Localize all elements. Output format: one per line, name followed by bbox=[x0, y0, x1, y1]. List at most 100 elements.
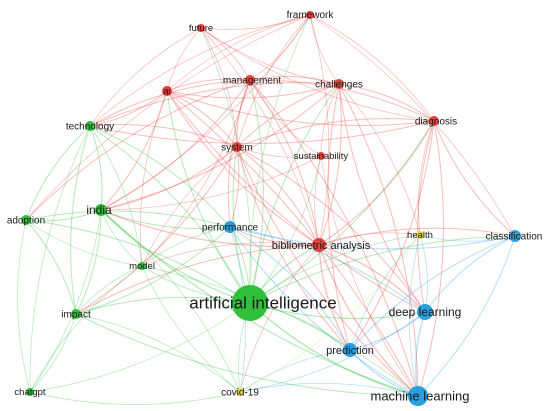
node-machine-learning[interactable]: machine learning bbox=[370, 386, 470, 406]
node-dot-deep-learning[interactable] bbox=[417, 304, 433, 320]
node-adoption[interactable]: adoption bbox=[7, 215, 45, 227]
node-technology[interactable]: technology bbox=[66, 121, 114, 133]
link-challenges-india bbox=[100, 83, 340, 211]
link-future-management bbox=[200, 27, 251, 81]
link-diagnosis-system bbox=[236, 118, 435, 148]
node-dot-diagnosis[interactable] bbox=[429, 116, 439, 126]
link-framework-adoption bbox=[25, 14, 311, 221]
node-health[interactable]: health bbox=[407, 230, 433, 241]
node-label-ai: ai bbox=[163, 87, 171, 98]
node-label-performance: performance bbox=[202, 223, 259, 234]
node-label-impact: impact bbox=[61, 310, 91, 321]
node-label-health: health bbox=[407, 230, 433, 241]
node-label-covid-19: covid-19 bbox=[221, 388, 259, 399]
node-dot-system[interactable] bbox=[232, 142, 242, 152]
link-system-deep-learning bbox=[236, 146, 426, 313]
link-impact-performance bbox=[75, 226, 231, 315]
link-framework-india bbox=[100, 14, 311, 211]
link-sustainability-machine-learning bbox=[320, 155, 419, 397]
link-bibliometric-analysis-model bbox=[141, 241, 320, 267]
node-covid-19[interactable]: covid-19 bbox=[221, 388, 259, 399]
node-dot-challenges[interactable] bbox=[334, 79, 344, 89]
node-future[interactable]: future bbox=[189, 23, 213, 34]
node-label-chatgpt: chatgpt bbox=[14, 387, 46, 398]
link-ai-india bbox=[100, 90, 168, 211]
link-classification-machine-learning bbox=[417, 235, 516, 397]
node-dot-chatgpt[interactable] bbox=[26, 388, 34, 396]
node-dot-prediction[interactable] bbox=[343, 343, 357, 357]
link-management-challenges bbox=[249, 75, 340, 85]
node-label-future: future bbox=[189, 23, 213, 34]
node-diagnosis[interactable]: diagnosis bbox=[415, 116, 457, 128]
link-artificial-intelligence-impact bbox=[75, 296, 251, 315]
node-dot-ai[interactable] bbox=[162, 86, 172, 96]
link-impact-chatgpt bbox=[29, 313, 77, 393]
link-system-prediction bbox=[236, 146, 351, 351]
node-dot-artificial-intelligence[interactable] bbox=[232, 285, 268, 321]
node-prediction[interactable]: prediction bbox=[326, 343, 374, 357]
node-ai[interactable]: ai bbox=[162, 86, 172, 98]
node-dot-sustainability[interactable] bbox=[317, 152, 325, 160]
node-challenges[interactable]: challenges bbox=[315, 79, 363, 91]
link-management-machine-learning bbox=[249, 79, 419, 397]
node-dot-management[interactable] bbox=[245, 75, 255, 85]
node-dot-covid-19[interactable] bbox=[236, 388, 244, 396]
node-label-diagnosis: diagnosis bbox=[415, 117, 457, 128]
node-bibliometric-analysis[interactable]: bibliometric analysis bbox=[272, 238, 371, 252]
node-impact[interactable]: impact bbox=[61, 309, 91, 321]
node-dot-model[interactable] bbox=[138, 262, 146, 270]
node-system[interactable]: system bbox=[221, 142, 253, 154]
node-management[interactable]: management bbox=[223, 75, 282, 87]
node-classification[interactable]: classification bbox=[486, 230, 543, 243]
node-label-challenges: challenges bbox=[315, 80, 363, 91]
node-performance[interactable]: performance bbox=[202, 221, 259, 234]
link-framework-bibliometric-analysis bbox=[309, 14, 330, 246]
link-technology-india bbox=[89, 125, 103, 211]
node-framework[interactable]: framework bbox=[287, 10, 335, 21]
node-dot-performance[interactable] bbox=[224, 221, 236, 233]
node-dot-india[interactable] bbox=[95, 204, 107, 216]
link-framework-classification bbox=[309, 14, 516, 237]
link-diagnosis-machine-learning bbox=[417, 120, 444, 397]
node-dot-technology[interactable] bbox=[85, 121, 95, 131]
node-label-prediction: prediction bbox=[326, 345, 374, 357]
link-technology-adoption bbox=[25, 125, 91, 221]
link-diagnosis-deep-learning bbox=[417, 120, 435, 313]
node-label-classification: classification bbox=[486, 232, 543, 243]
link-bibliometric-analysis-prediction bbox=[318, 244, 351, 351]
node-deep-learning[interactable]: deep learning bbox=[389, 304, 462, 320]
node-dot-health[interactable] bbox=[416, 231, 424, 239]
node-dot-adoption[interactable] bbox=[21, 215, 31, 225]
link-system-impact bbox=[75, 146, 238, 315]
node-dot-classification[interactable] bbox=[509, 230, 521, 242]
link-deep-learning-prediction bbox=[349, 311, 426, 351]
link-machine-learning-covid-19 bbox=[239, 382, 419, 397]
link-future-diagnosis bbox=[200, 27, 435, 122]
link-model-impact bbox=[75, 265, 143, 315]
link-system-india bbox=[100, 146, 238, 211]
link-management-system bbox=[236, 79, 251, 148]
link-management-diagnosis bbox=[249, 79, 435, 122]
node-dot-impact[interactable] bbox=[71, 309, 81, 319]
link-framework-challenges bbox=[309, 14, 340, 85]
node-sustainability[interactable]: sustainability bbox=[294, 151, 349, 162]
link-prediction-health bbox=[349, 234, 421, 351]
node-artificial-intelligence[interactable]: artificial intelligence bbox=[189, 285, 337, 321]
link-artificial-intelligence-technology bbox=[89, 125, 251, 304]
link-bibliometric-analysis-india bbox=[100, 209, 320, 248]
node-label-bibliometric-analysis: bibliometric analysis bbox=[272, 240, 371, 252]
node-dot-future[interactable] bbox=[197, 24, 205, 32]
node-dot-bibliometric-analysis[interactable] bbox=[312, 238, 326, 252]
link-model-covid-19 bbox=[141, 265, 241, 393]
link-india-covid-19 bbox=[100, 209, 241, 393]
node-model[interactable]: model bbox=[129, 261, 155, 272]
link-ai-management bbox=[166, 78, 251, 92]
node-chatgpt[interactable]: chatgpt bbox=[14, 387, 46, 398]
node-label-machine-learning: machine learning bbox=[370, 389, 469, 404]
node-dot-machine-learning[interactable] bbox=[408, 386, 428, 406]
link-deep-learning-health bbox=[419, 234, 428, 313]
node-india[interactable]: india bbox=[86, 203, 112, 217]
node-dot-framework[interactable] bbox=[306, 11, 314, 19]
link-india-adoption bbox=[25, 209, 102, 222]
